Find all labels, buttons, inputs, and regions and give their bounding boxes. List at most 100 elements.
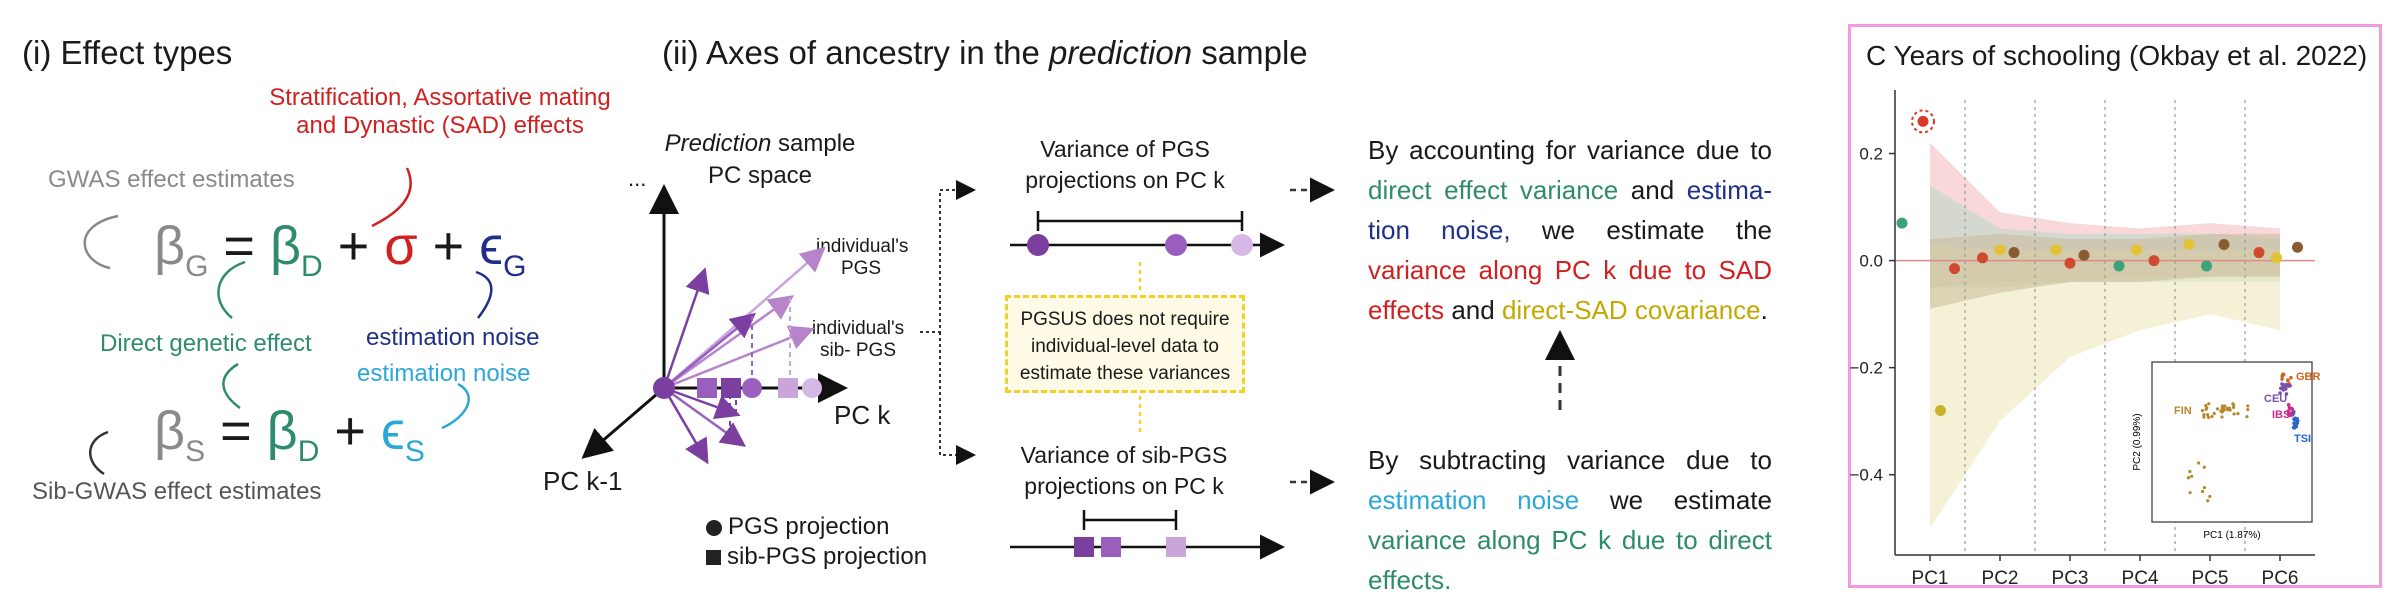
eq2-beta-s: βS [154, 401, 206, 468]
data-point [2064, 257, 2076, 269]
inset-point-fin [2205, 406, 2209, 410]
sad-label-line2: and Dynastic (SAD) effects [296, 112, 584, 139]
inset-pop-label: FIN [2174, 405, 2192, 417]
paragraph-subtracting: By subtracting variance due to estimatio… [1368, 445, 1772, 595]
inset-point-ceu [2283, 383, 2287, 388]
inset-point-fin [2215, 407, 2220, 411]
panel-c-frame [1848, 24, 2382, 588]
inset-point-fin [2220, 404, 2225, 408]
inset-point-fin [2232, 412, 2236, 416]
noise-connector-navy [475, 270, 493, 319]
inset-point-fin [2190, 474, 2194, 478]
sib-projection-square-2 [721, 378, 741, 398]
data-point [1935, 404, 1946, 416]
inset-point-gbr [2289, 375, 2293, 380]
inset-point-gbr [2280, 377, 2284, 381]
pgs-vector-3 [663, 312, 756, 389]
sib-gwas-label: Sib-GWAS effect estimates [32, 478, 322, 505]
eq1-beta-d: βD [269, 216, 323, 283]
highlight-ring [1911, 109, 1935, 134]
inset-point-fin [2197, 461, 2201, 465]
direct-connector-top [217, 260, 246, 319]
inset-point-fin [2202, 413, 2206, 417]
inset-point-fin [2200, 408, 2204, 413]
sib-vector-1 [663, 325, 815, 390]
inset-point-fin [2202, 415, 2206, 419]
panel-ii-title: (ii) Axes of ancestry in the prediction … [662, 34, 1308, 71]
sib-var-square-2 [1101, 537, 1121, 557]
gwas-connector [83, 214, 119, 270]
inset-point-fin [2228, 408, 2232, 412]
pgs-var-dot-3 [1231, 234, 1253, 256]
inset-point-ibs [2290, 407, 2295, 411]
paragraph-accounting: By accounting for variance due to direct… [1368, 135, 1772, 325]
sad-label-line1: Stratification, Assortative mating [269, 84, 611, 111]
inset-point-tsi [2295, 421, 2299, 426]
axis-dots: ... [628, 166, 647, 191]
inset-point-ceu [2284, 392, 2289, 396]
inset-point-fin [2220, 409, 2225, 414]
connector-to-pgs-variance [920, 180, 976, 333]
pgs-projection-dot-2 [742, 378, 762, 398]
gwas-label: GWAS effect estimates [48, 166, 295, 193]
inset-point-fin [2186, 476, 2191, 480]
noise-label-cyan: estimation noise [357, 360, 531, 387]
eq1-plus2: + [432, 216, 465, 276]
data-point [2113, 260, 2125, 272]
inset-pop-label: TSI [2294, 433, 2311, 445]
data-point [2050, 244, 2062, 256]
inset-point-tsi [2292, 417, 2296, 421]
equation-gwas: βG = βD + σ + ϵG [154, 215, 526, 284]
inset-pop-label: CEU [2264, 393, 2287, 405]
x-tick-label: PC3 [2052, 568, 2089, 589]
inset-point-fin [2200, 489, 2205, 494]
y-tick-label: 0.2 [1859, 145, 1883, 164]
inset-point-fin [2207, 402, 2211, 406]
noise-connector-cyan [441, 382, 470, 430]
inset-ylabel: PC2 (0.99%) [2132, 413, 2143, 470]
sib-projection-square-3 [778, 378, 798, 398]
inset-point-fin [2210, 414, 2214, 419]
inset-point-fin [2206, 413, 2210, 417]
eq1-beta-g: βG [154, 216, 209, 283]
inset-point-ceu [2285, 383, 2290, 387]
eq1-eps-g: ϵG [479, 216, 527, 283]
sib-var-square-3 [1166, 537, 1186, 557]
data-point [2218, 239, 2230, 251]
sib-projection-square-1 [697, 378, 717, 398]
inset-point-fin [2202, 486, 2207, 490]
inset-point-fin [2206, 499, 2210, 503]
y-tick-label: 0.0 [1859, 252, 1883, 271]
panel-i-title: (i) Effect types [22, 34, 233, 71]
inset-point-fin [2220, 415, 2224, 419]
eq1-plus1: + [337, 216, 370, 276]
inset-pop-label: GBR [2296, 371, 2321, 383]
sad-label: Stratification, Assortative mating and D… [220, 84, 660, 140]
eq2-plus: + [334, 401, 366, 461]
data-point [2183, 239, 2195, 251]
pgs-vector-4 [662, 267, 710, 389]
data-point [2271, 252, 2282, 264]
inset-point-fin [2236, 412, 2240, 416]
pgs-var-dot-1 [1027, 234, 1049, 256]
y-tick-label: −0.2 [1849, 359, 1883, 378]
legend-pgs: PGS projection [706, 513, 889, 541]
sib-var-square-1 [1074, 537, 1094, 557]
inset-point-ceu [2280, 382, 2284, 386]
data-point [2078, 249, 2090, 261]
inset-point-fin [2208, 494, 2212, 499]
inset-point-fin [2225, 406, 2229, 411]
inset-point-fin [2246, 407, 2250, 412]
pgs-projection-dot-3 [802, 378, 822, 398]
sib-vector-3 [662, 387, 709, 465]
sad-connector [371, 167, 412, 228]
panel-c-title: C Years of schooling (Okbay et al. 2022) [1866, 40, 2368, 71]
inset-xlabel: PC1 (1.87%) [2203, 530, 2260, 541]
x-tick-label: PC5 [2192, 568, 2229, 589]
inset-point-gbr [2281, 372, 2285, 377]
inset-point-fin [2188, 469, 2192, 474]
